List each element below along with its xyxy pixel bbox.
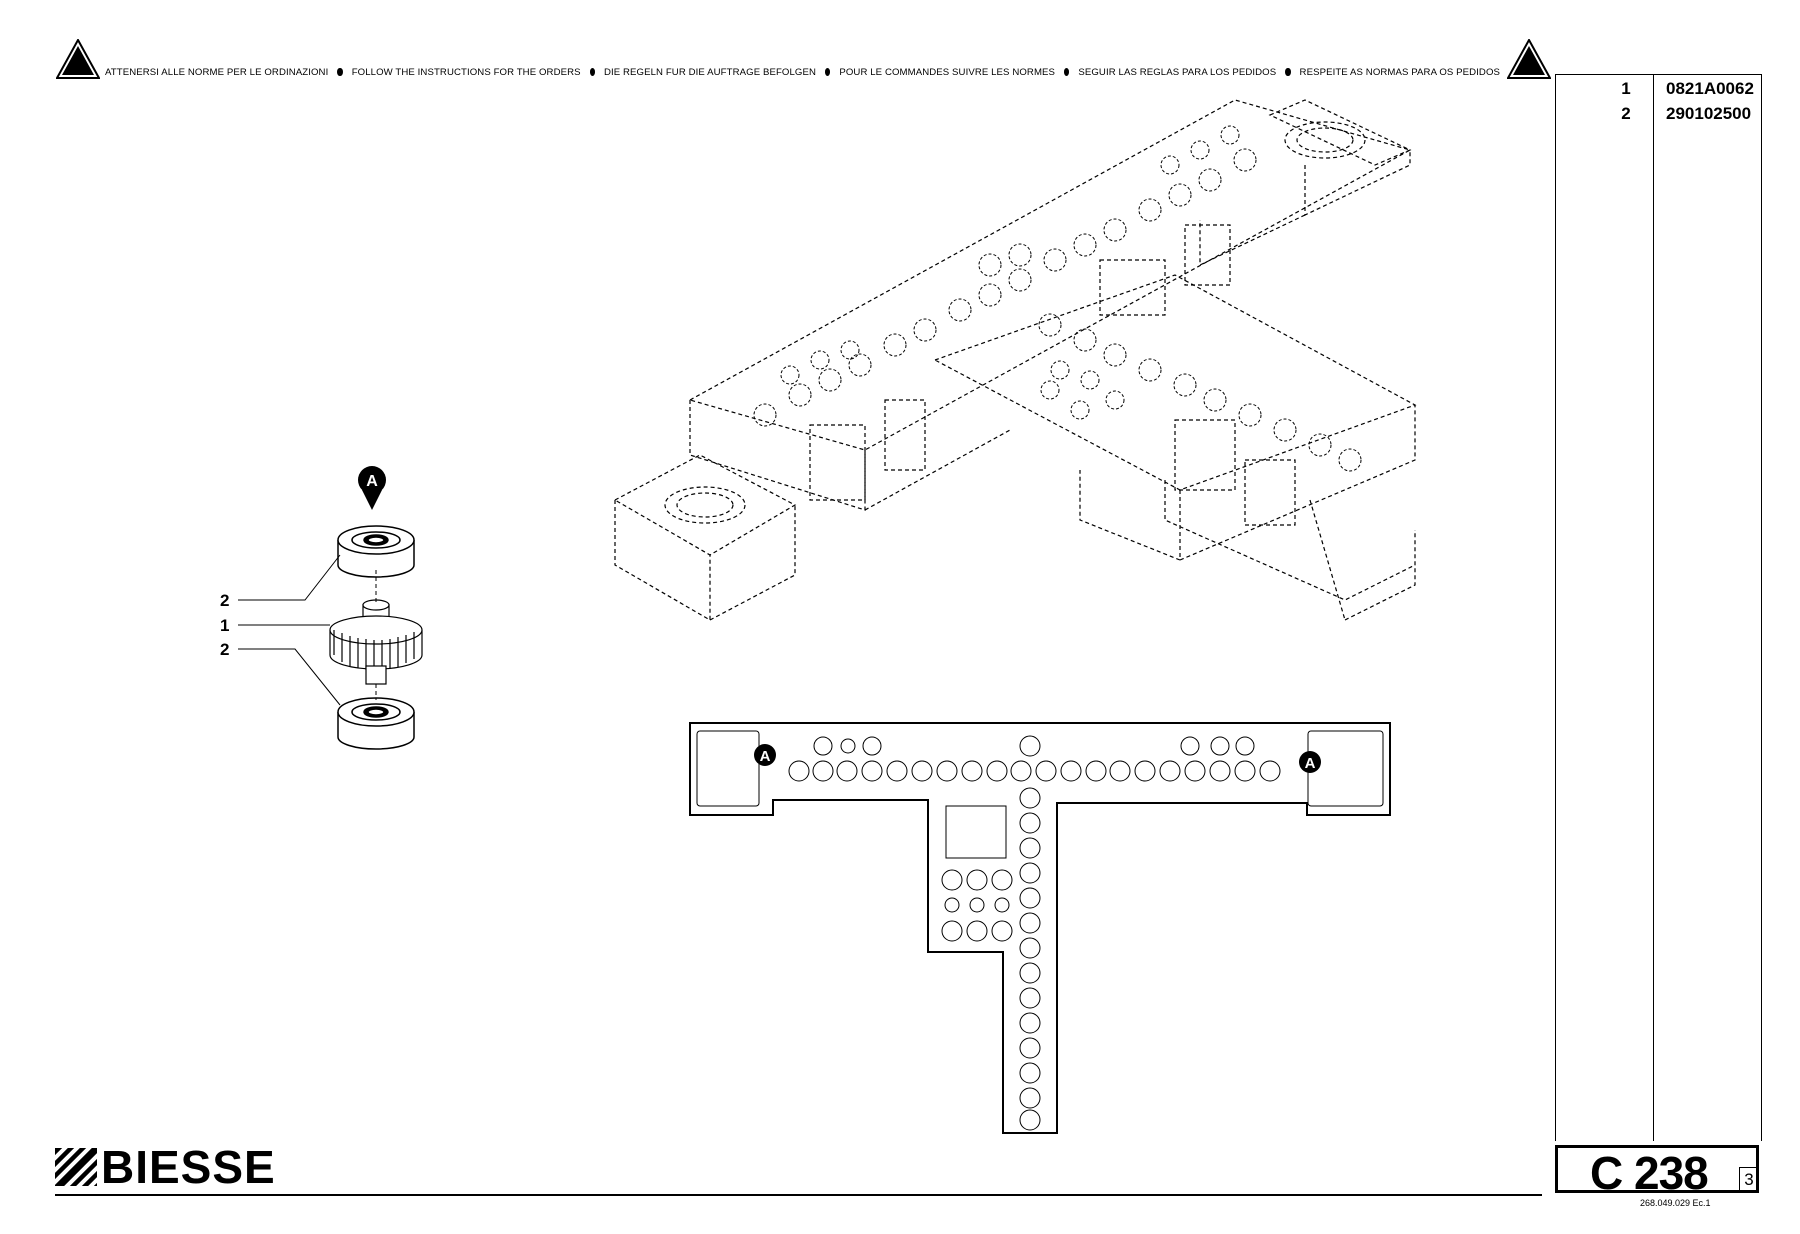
parts-table: 1 0821A0062 2 290102500 [1555,74,1762,1141]
table-row: 2 290102500 [1556,104,1762,128]
marker-a-label: A [366,473,378,490]
bullet-icon [1064,68,1070,76]
part-number: 1 [1621,79,1631,98]
column-divider [1653,75,1654,1141]
part-number: 2 [1621,104,1631,123]
footer-divider [55,1194,1542,1196]
hole-grid [941,869,1013,942]
brand-name: BIESSE [101,1141,276,1193]
gear-bearing-exploded-view: A 2 1 2 [220,466,423,750]
bullet-icon [589,68,595,76]
logo-stripes-icon [55,1148,97,1186]
marker-a-icon: A [358,466,386,510]
instruction-en: FOLLOW THE INSTRUCTIONS FOR THE ORDERS [351,66,581,78]
part-code: 0821A0062 [1666,79,1754,98]
hole-pattern [753,125,1362,472]
marker-a-icon: A [1299,751,1321,773]
instruction-pt: RESPEITE AS NORMAS PARA OS PEDIDOS [1299,66,1501,78]
ordering-instructions-bar: ATTENERSI ALLE NORME PER LE ORDINAZIONI … [105,64,1500,80]
instruction-de: DIE REGELN FUR DIE AUFTRAGE BEFOLGEN [603,66,817,78]
instruction-fr: POUR LE COMMANDES SUIVRE LES NORMES [839,66,1056,78]
callout-label: 1 [220,616,229,635]
instruction-es: SEGUIR LAS REGLAS PARA LOS PEDIDOS [1078,66,1277,78]
part-code: 290102500 [1666,104,1752,123]
instruction-it: ATTENERSI ALLE NORME PER LE ORDINAZIONI [105,66,329,78]
top-view-plate: A A [689,722,1391,1134]
sheet-number: 3 [1739,1167,1759,1193]
table-row: 1 0821A0062 [1556,79,1762,103]
isometric-housing-view [613,99,1417,622]
marker-a-label: A [1305,755,1316,772]
marker-a-icon: A [754,744,776,766]
gear [329,599,423,685]
table-border [1761,75,1762,1141]
page-code-box: C 238 3 [1555,1145,1759,1199]
warning-triangle-left-icon [56,39,100,79]
page-code: C 238 [1590,1147,1709,1199]
hole-column [1019,787,1041,1131]
callout-label: 2 [220,591,229,610]
bearing-bottom [337,697,415,750]
document-code: 268.049.029 Ec.1 [1640,1198,1711,1208]
bullet-icon [825,68,831,76]
marker-a-label: A [760,748,771,765]
warning-triangle-right-icon [1507,39,1551,79]
bullet-icon [1285,68,1291,76]
bullet-icon [337,68,343,76]
callout-label: 2 [220,640,229,659]
biesse-logo: BIESSE [55,1141,276,1193]
hole-row [788,735,1281,782]
bearing-top [337,525,415,578]
